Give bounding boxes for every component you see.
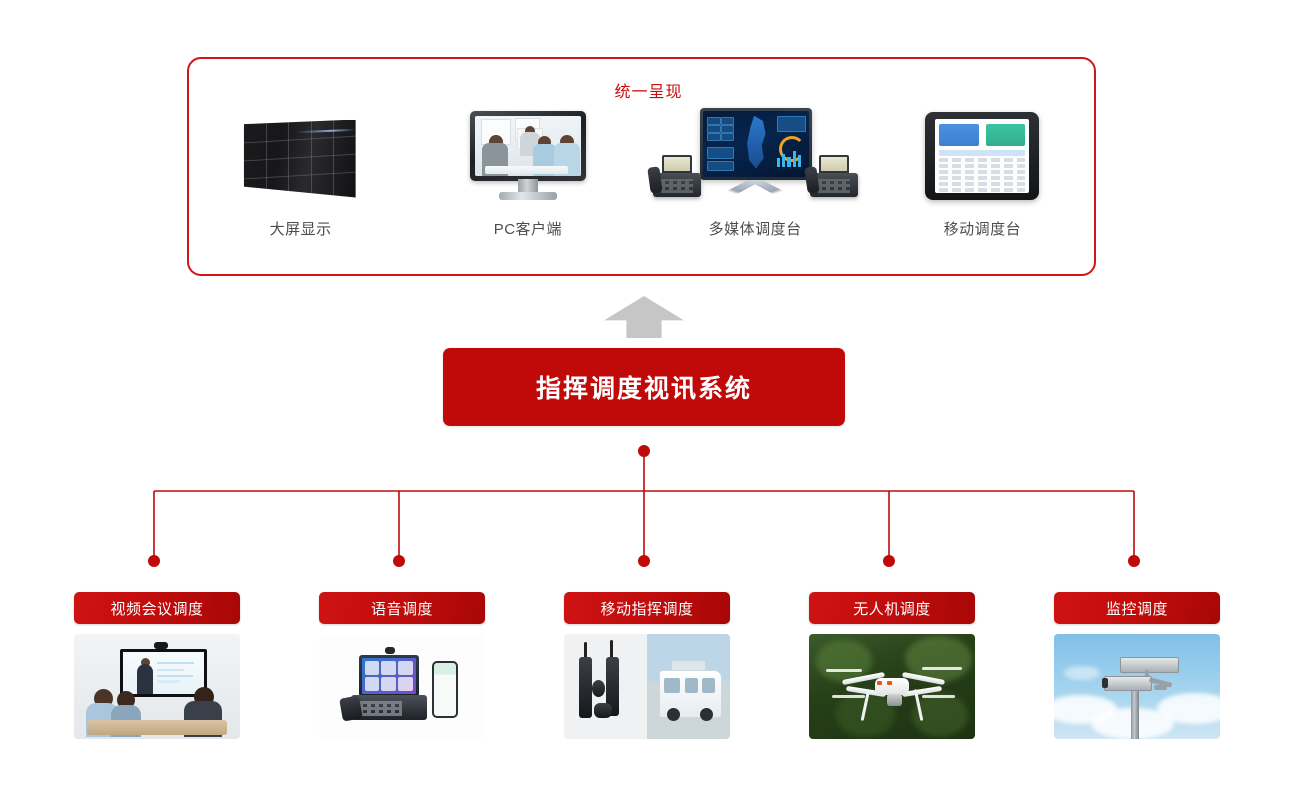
card-pill[interactable]: 监控调度 [1054,592,1220,624]
endpoint-label: 移动调度台 [943,221,1022,238]
up-arrow-icon [604,296,684,338]
card-label: 移动指挥调度 [600,600,694,618]
walkie-talkie-and-command-van-photo [564,634,730,739]
endpoint-label: PC客户端 [493,221,563,238]
presentation-endpoint-list: 大屏显示 [187,105,1096,255]
ip-phone-and-mobile-photo [319,634,485,739]
card-pill[interactable]: 视频会议调度 [74,592,240,624]
video-wall-art [240,105,362,210]
core-system-label: 指挥调度视讯系统 [535,375,752,403]
core-system-box[interactable]: 指挥调度视讯系统 [443,348,845,426]
card-pill[interactable]: 移动指挥调度 [564,592,730,624]
card-label: 语音调度 [370,600,433,618]
card-video-conference[interactable]: 视频会议调度 [74,592,240,739]
video-conference-room-photo [74,634,240,739]
endpoint-label: 大屏显示 [269,221,332,238]
drone-flying-photo [809,634,975,739]
card-mobile-command[interactable]: 移动指挥调度 [564,592,730,739]
card-label: 视频会议调度 [110,600,204,618]
card-label: 无人机调度 [853,600,931,618]
multimedia-console-icon [646,107,858,208]
desktop-monitor-icon [466,109,590,207]
endpoint-video-wall[interactable]: 大屏显示 [187,105,414,239]
card-voice-dispatch[interactable]: 语音调度 [319,592,485,739]
endpoint-label: 多媒体调度台 [708,221,802,238]
card-pill[interactable]: 无人机调度 [809,592,975,624]
desk-phone-right-icon [803,154,858,197]
cctv-camera-sky-photo [1054,634,1220,739]
multimedia-console-art [646,105,858,210]
card-surveillance-dispatch[interactable]: 监控调度 [1054,592,1220,739]
mobile-console-art [925,105,1040,210]
card-label: 监控调度 [1105,600,1168,618]
endpoint-mobile-console[interactable]: 移动调度台 [869,105,1096,239]
pc-client-art [466,105,590,210]
tablet-icon [925,111,1040,204]
card-pill[interactable]: 语音调度 [319,592,485,624]
endpoint-multimedia-console[interactable]: 多媒体调度台 [642,105,869,239]
dispatch-capability-cards: 视频会议调度 [0,592,1297,752]
card-drone-dispatch[interactable]: 无人机调度 [809,592,975,739]
video-wall-icon [240,110,362,206]
panel-title: 统一呈现 [614,84,683,101]
endpoint-pc-client[interactable]: PC客户端 [414,105,641,239]
desk-phone-left-icon [646,154,701,197]
